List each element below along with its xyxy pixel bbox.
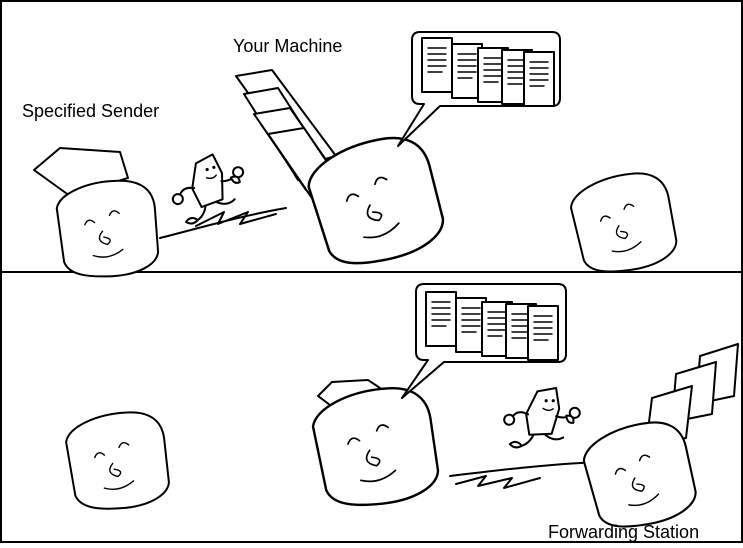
your-machine-sending xyxy=(303,376,450,519)
running-document-character xyxy=(166,150,250,226)
forwarding-station-receiving xyxy=(574,344,738,541)
sender-fax-machine xyxy=(34,148,167,287)
sender-fax-idle xyxy=(58,403,178,520)
transmission-signal xyxy=(160,208,286,238)
forwarded-documents-bubble xyxy=(402,284,566,398)
label-your-machine: Your Machine xyxy=(233,37,342,55)
label-forwarding-station: Forwarding Station xyxy=(548,523,699,541)
forwarding-station-idle xyxy=(562,162,687,284)
transmission-signal-bottom xyxy=(450,462,600,488)
label-specified-sender: Specified Sender xyxy=(22,102,159,120)
running-document-character-bottom xyxy=(501,381,583,455)
received-documents-bubble xyxy=(398,32,560,146)
